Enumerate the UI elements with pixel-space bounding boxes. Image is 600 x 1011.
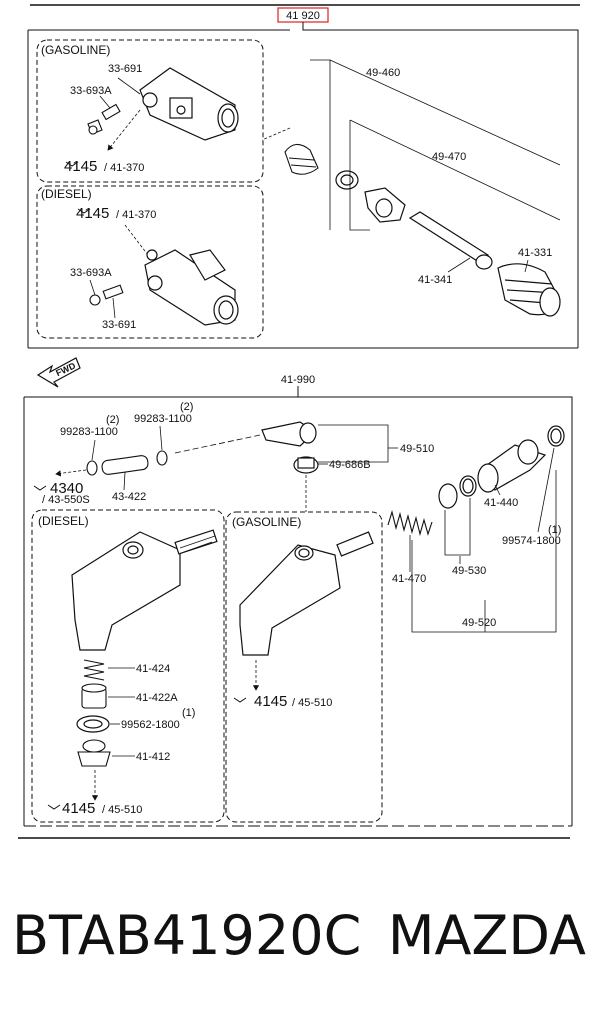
label-43-422: 43-422 [112, 491, 146, 503]
lower-group-code: 41-990 [281, 374, 315, 386]
label-41-331: 41-331 [518, 247, 552, 259]
diesel-clutch-cylinder [144, 249, 239, 326]
label-41-422a: 41-422A [136, 692, 178, 704]
label-33-693a-b: 33-693A [70, 267, 112, 279]
part-number: BTAB41920C [12, 903, 362, 967]
ref-41-370-b: / 41-370 [116, 209, 156, 221]
qty-g: (1) [548, 524, 561, 536]
label-49-460: 49-460 [366, 67, 400, 79]
label-49-470: 49-470 [432, 151, 466, 163]
exploded-view: 41 920 (GASOLINE) 33-691 33-693A 4145 / … [18, 4, 580, 839]
ref-45-510-d: / 45-510 [292, 697, 332, 709]
ref-4145-a: 4145 [64, 158, 97, 175]
label-41-412: 41-412 [136, 751, 170, 763]
label-99562-1800: 99562-1800 [121, 719, 180, 731]
ref-4340: 4340 [50, 480, 83, 497]
caption-bar: BTAB41920C MAZDA [0, 880, 600, 990]
piston [364, 187, 406, 223]
bleeder-screw-b [89, 284, 124, 306]
master-piston-41-440 [477, 425, 565, 493]
label-49-510: 49-510 [400, 443, 434, 455]
label-49-520: 49-520 [462, 617, 496, 629]
upper-diesel-title: (DIESEL) [41, 187, 92, 201]
qty-seal: (1) [182, 707, 195, 719]
spring-41-470 [387, 509, 433, 537]
ref-41-370-a: / 41-370 [104, 162, 144, 174]
pushrod-41-341 [408, 211, 493, 270]
gasoline-clutch-cylinder [139, 67, 239, 141]
label-41-440: 41-440 [484, 497, 518, 509]
banjo-fitting [261, 421, 317, 447]
label-99283-1100-a: 99283-1100 [60, 426, 118, 438]
brand-name: MAZDA [387, 903, 586, 967]
book-ref-icon [33, 161, 247, 810]
label-99574-1800: 99574-1800 [502, 535, 561, 547]
label-41-341: 41-341 [418, 274, 452, 286]
boot-49-460 [284, 143, 319, 175]
ref-45-510-c: / 45-510 [102, 804, 142, 816]
ring-49-470 [335, 170, 359, 190]
group-code: 41 920 [286, 10, 320, 22]
ref-4145-d: 4145 [254, 693, 287, 710]
upper-gasoline-title: (GASOLINE) [41, 43, 110, 57]
ref-4145-b: 4145 [76, 205, 109, 222]
piston-41-422a [81, 683, 107, 709]
bleeder-49-686b [293, 456, 319, 474]
label-99283-1100-b: 99283-1100 [134, 413, 192, 425]
label-33-693a-a: 33-693A [70, 85, 112, 97]
label-41-424: 41-424 [136, 663, 170, 675]
parts-diagram: 41 920 (GASOLINE) 33-691 33-693A 4145 / … [18, 4, 580, 839]
bleeder-screw-a [87, 103, 121, 135]
boot-41-331 [497, 263, 561, 317]
upper-diesel-box [36, 185, 264, 339]
spring-41-424 [83, 659, 105, 681]
label-41-470: 41-470 [392, 573, 426, 585]
cup-49-530 [438, 475, 477, 509]
fwd-arrow-icon: FWD [36, 357, 81, 388]
label-33-691-b: 33-691 [102, 319, 136, 331]
label-49-686b: 49-686B [329, 459, 371, 471]
qty-b: (2) [180, 401, 193, 413]
lower-gasoline-box [225, 511, 383, 823]
label-49-530: 49-530 [452, 565, 486, 577]
label-33-691-a: 33-691 [108, 63, 142, 75]
upper-gasoline-box [36, 39, 264, 183]
lower-diesel-title: (DIESEL) [38, 514, 89, 528]
hose-assembly [86, 450, 168, 476]
diesel-release-cylinder [71, 529, 218, 651]
ref-4145-c: 4145 [62, 800, 95, 817]
lower-gasoline-title: (GASOLINE) [232, 515, 301, 529]
lower-diesel-box [31, 509, 225, 823]
qty-a: (2) [106, 414, 119, 426]
ref-43-550s: / 43-550S [42, 494, 90, 506]
rod-41-412 [77, 739, 111, 767]
seal-99562-1800 [76, 715, 110, 733]
gasoline-release-cylinder [239, 531, 374, 656]
